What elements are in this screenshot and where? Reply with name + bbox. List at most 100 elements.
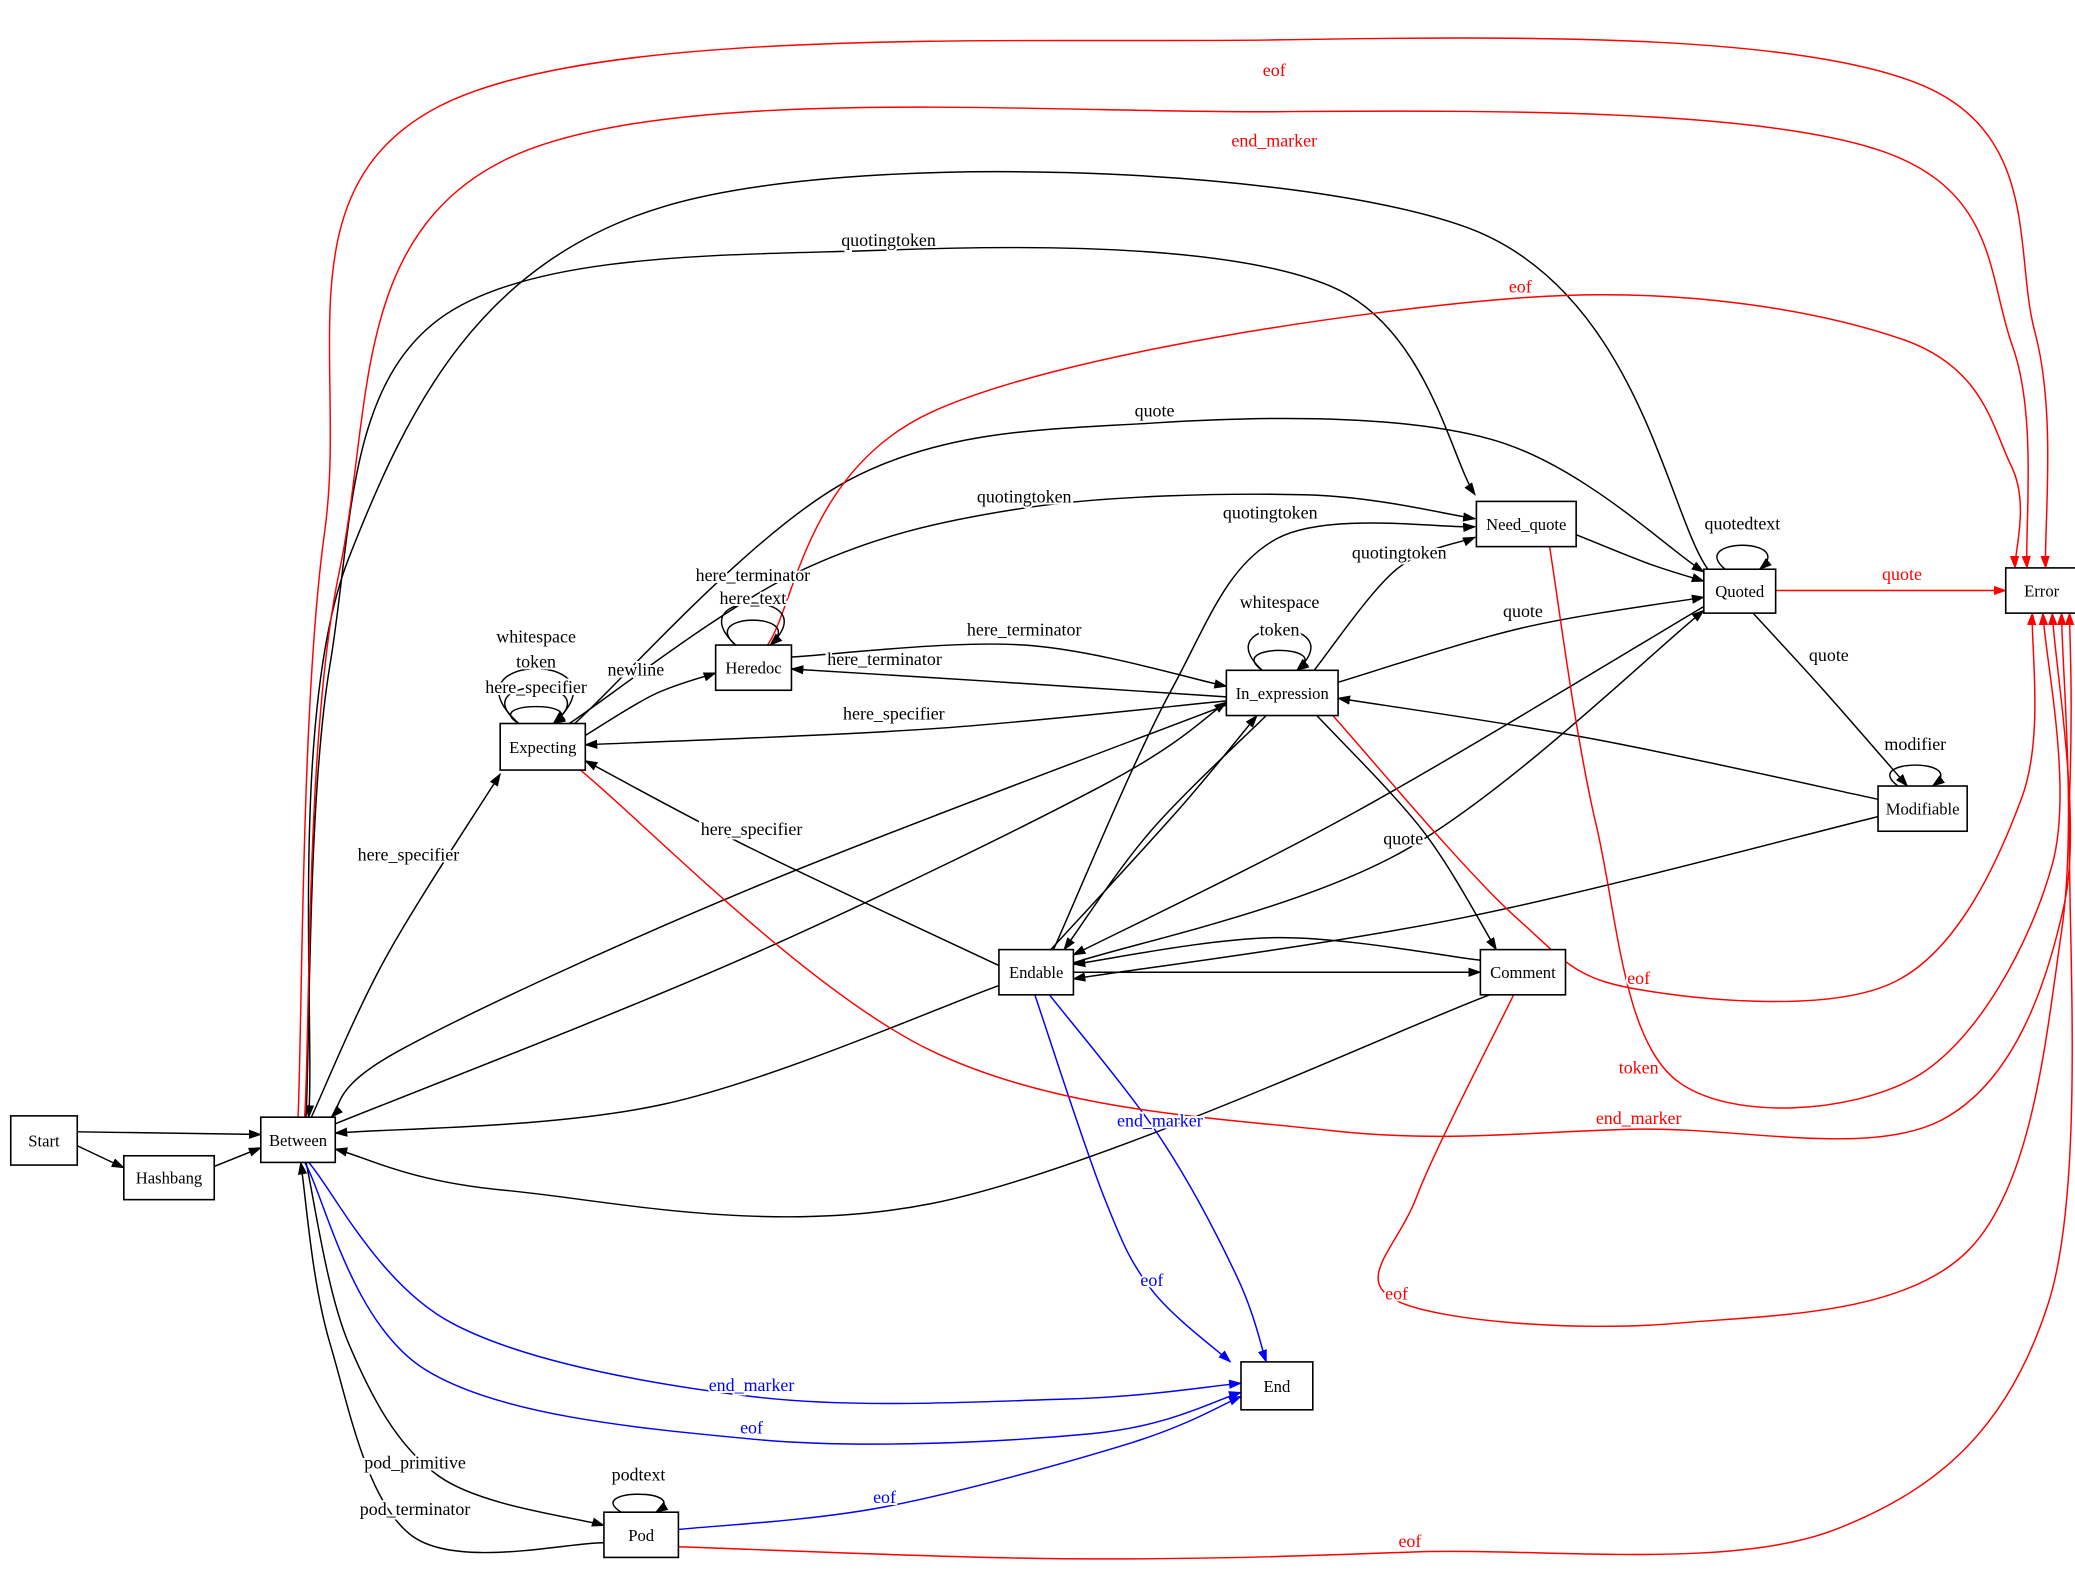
edge-label-whitespace: whitespace xyxy=(496,626,576,646)
edge-label-quote: quote xyxy=(1383,829,1423,849)
edge-label-modifier: modifier xyxy=(1884,734,1946,754)
self-loop-Pod-podtext xyxy=(612,1493,669,1513)
edge-Hashbang-Between xyxy=(213,1147,263,1168)
edge-label-eof: eof xyxy=(1398,1531,1421,1551)
edge-In_expression-Heredoc-here_terminator xyxy=(790,665,1227,698)
self-loop-In_expression-whitespace xyxy=(1247,628,1312,672)
state-node-box-Heredoc xyxy=(714,644,793,692)
edge-Between-Pod-pod_primitive xyxy=(305,1162,606,1527)
state-node-label-Heredoc: Heredoc xyxy=(725,659,781,678)
edge-label-eof: eof xyxy=(1509,277,1532,297)
edge-In_expression-Error-eof xyxy=(1332,611,2037,1003)
edge-label-quotingtoken: quotingtoken xyxy=(1352,543,1447,563)
edge-label-here_specifier: here_specifier xyxy=(701,819,803,839)
edge-label-token: token xyxy=(516,652,556,672)
edge-label-whitespace: whitespace xyxy=(1240,592,1320,612)
edge-Quoted-Endable xyxy=(1072,605,1705,956)
edge-Modifiable-Endable xyxy=(1072,815,1879,982)
edge-label-end_marker: end_marker xyxy=(1231,130,1317,150)
edge-labels-layer: here_specifiernewlinehere_terminatorhere… xyxy=(356,58,1949,1553)
edge-Between-End-end_marker xyxy=(308,1161,1243,1405)
edge-Pod-Error-eof xyxy=(678,611,2075,1560)
state-node-label-Error: Error xyxy=(2024,581,2060,600)
edge-Endable-End-eof xyxy=(1034,994,1232,1363)
edge-label-quotingtoken: quotingtoken xyxy=(977,487,1072,507)
state-node-box-Pod xyxy=(603,1511,680,1559)
edge-Expecting-Quoted-quote xyxy=(574,417,1705,725)
state-node-box-Need_quote xyxy=(1475,500,1577,548)
edge-label-pod_terminator: pod_terminator xyxy=(360,1499,471,1519)
state-node-box-Quoted xyxy=(1703,568,1777,614)
edge-label-eof: eof xyxy=(1627,968,1650,988)
edge-Endable-Quoted-quote xyxy=(1073,609,1705,964)
edge-Modifiable-In_expression xyxy=(1336,695,1879,801)
edge-Expecting-Heredoc-newline xyxy=(584,672,717,737)
state-node-box-Expecting xyxy=(499,722,587,771)
state-node-box-Comment xyxy=(1479,948,1567,996)
edge-label-newline: newline xyxy=(607,660,664,680)
edge-label-here_specifier: here_specifier xyxy=(358,844,460,864)
edge-label-quote: quote xyxy=(1882,564,1922,584)
state-node-Expecting: Expecting xyxy=(499,722,587,771)
edge-Heredoc-Error-eof xyxy=(766,294,2022,646)
edge-Quoted-Between xyxy=(304,170,1709,1119)
edge-label-quotingtoken: quotingtoken xyxy=(841,230,936,250)
state-node-label-Hashbang: Hashbang xyxy=(136,1169,202,1188)
edge-label-here_text: here_text xyxy=(720,588,787,608)
edge-Endable-Expecting-here_specifier xyxy=(584,760,1000,967)
self-loop-Heredoc-here_terminator xyxy=(720,602,785,646)
state-node-Hashbang: Hashbang xyxy=(123,1154,216,1201)
edge-Between-Need_quote-quotingtoken xyxy=(305,246,1476,1118)
edge-label-here_terminator: here_terminator xyxy=(967,620,1082,640)
state-node-label-Expecting: Expecting xyxy=(509,738,576,757)
edge-label-here_terminator: here_terminator xyxy=(827,649,942,669)
edge-label-end_marker: end_marker xyxy=(709,1375,795,1395)
edge-Pod-Between-pod_terminator xyxy=(298,1161,604,1554)
state-node-Comment: Comment xyxy=(1479,948,1567,996)
edge-Endable-End-end_marker xyxy=(1048,994,1267,1364)
state-node-label-Comment: Comment xyxy=(1490,963,1556,982)
self-loop-Modifiable-modifier xyxy=(1889,764,1945,787)
state-node-box-Error xyxy=(2004,567,2075,614)
state-node-Pod: Pod xyxy=(603,1511,680,1559)
edge-label-eof: eof xyxy=(740,1418,763,1438)
edge-label-eof: eof xyxy=(1140,1270,1163,1290)
edge-In_expression-Expecting-here_specifier xyxy=(583,700,1227,749)
state-node-label-Quoted: Quoted xyxy=(1715,582,1765,601)
edge-Heredoc-In_expression-here_terminator xyxy=(791,643,1228,689)
state-node-label-Modifiable: Modifiable xyxy=(1886,800,1960,819)
edge-In_expression-Endable xyxy=(1063,715,1267,951)
edge-Endable-In_expression xyxy=(1050,714,1258,951)
self-loop-Expecting-whitespace xyxy=(498,668,575,725)
state-node-box-Modifiable xyxy=(1877,785,1968,833)
edge-label-end_marker: end_marker xyxy=(1596,1108,1682,1128)
edge-label-token: token xyxy=(1260,620,1300,640)
edge-Need_quote-Error-token xyxy=(1548,546,2061,1109)
edge-Endable-Between xyxy=(333,984,1000,1137)
self-loop-Expecting-here_specifier xyxy=(509,705,567,725)
edge-Comment-Between xyxy=(333,994,1490,1218)
edge-Need_quote-Quoted xyxy=(1575,533,1706,583)
state-node-label-End: End xyxy=(1264,1377,1291,1396)
state-node-Between: Between xyxy=(259,1116,337,1164)
edge-label-quote: quote xyxy=(1135,400,1175,420)
state-node-In_expression: In_expression xyxy=(1225,669,1339,717)
self-loop-Heredoc-here_text xyxy=(726,619,783,646)
state-node-Modifiable: Modifiable xyxy=(1877,785,1968,833)
edge-Pod-End-eof xyxy=(678,1395,1243,1531)
state-node-label-Pod: Pod xyxy=(628,1526,655,1545)
edge-Between-In_expression xyxy=(334,701,1228,1125)
edge-In_expression-Quoted-quote xyxy=(1337,594,1706,683)
self-loop-In_expression-token xyxy=(1253,649,1310,672)
state-node-label-Between: Between xyxy=(269,1131,328,1150)
edge-Between-Error-end_marker xyxy=(303,106,2031,1118)
state-node-Start: Start xyxy=(9,1115,79,1166)
edge-label-podtext: podtext xyxy=(612,1464,666,1484)
edge-Between-Expecting-here_specifier xyxy=(310,772,501,1118)
edge-label-here_specifier: here_specifier xyxy=(485,677,587,697)
edge-In_expression-Need_quote-quotingtoken xyxy=(1313,536,1477,671)
edge-Quoted-Modifiable-quote xyxy=(1752,612,1909,788)
edge-label-quotingtoken: quotingtoken xyxy=(1223,503,1318,523)
